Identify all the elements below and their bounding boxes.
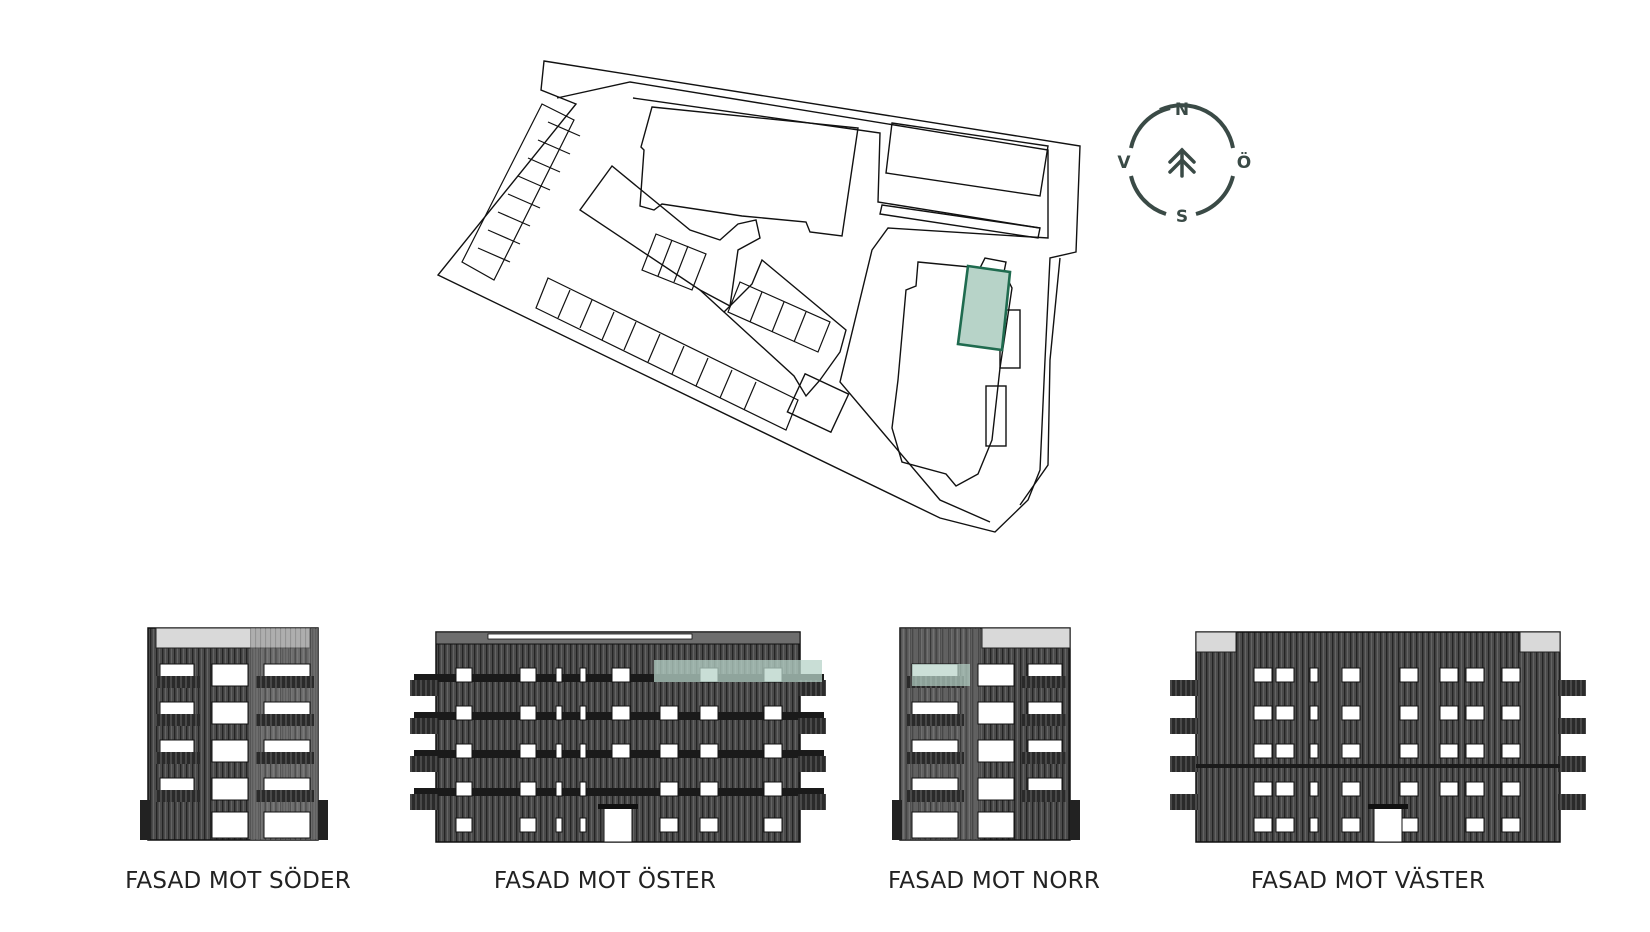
courtyard-path: [579, 164, 761, 308]
caption-facade-south: FASAD MOT SÖDER: [125, 868, 351, 894]
parking-south: [535, 277, 799, 431]
road-edge-east: [1019, 257, 1061, 506]
compass: N Ö S V: [1117, 100, 1251, 227]
building-northeast: [885, 122, 1049, 197]
compass-north-label: N: [1175, 100, 1189, 120]
compass-east-label: Ö: [1237, 151, 1251, 173]
building-southeast-annex2: [985, 385, 1007, 447]
road-inner-edge: [632, 97, 1041, 229]
access-road: [556, 81, 1049, 523]
compass-south-label: S: [1176, 207, 1188, 227]
north-arrow-icon: [1168, 147, 1196, 178]
site-boundary: [436, 60, 1081, 533]
elevation-west: [1170, 631, 1586, 843]
parking-west: [461, 103, 581, 281]
caption-facade-north: FASAD MOT NORR: [887, 868, 1101, 894]
compass-west-label: V: [1117, 153, 1131, 173]
elevation-east: [410, 631, 826, 843]
building-northwest: [639, 106, 859, 237]
parking-central: [641, 233, 831, 353]
building-southeast: [891, 257, 1013, 487]
caption-facade-east: FASAD MOT ÖSTER: [493, 868, 717, 894]
site-plan: [436, 60, 1081, 533]
highlighted-apartment-east: [654, 660, 822, 682]
highlighted-apartment: [956, 264, 1012, 352]
highlighted-apartment-north: [912, 664, 970, 686]
caption-facade-west: FASAD MOT VÄSTER: [1250, 868, 1486, 894]
elevation-south: [140, 627, 328, 841]
building-northeast-wing: [879, 204, 1041, 239]
shed: [786, 372, 850, 434]
elevation-north: [892, 627, 1080, 841]
